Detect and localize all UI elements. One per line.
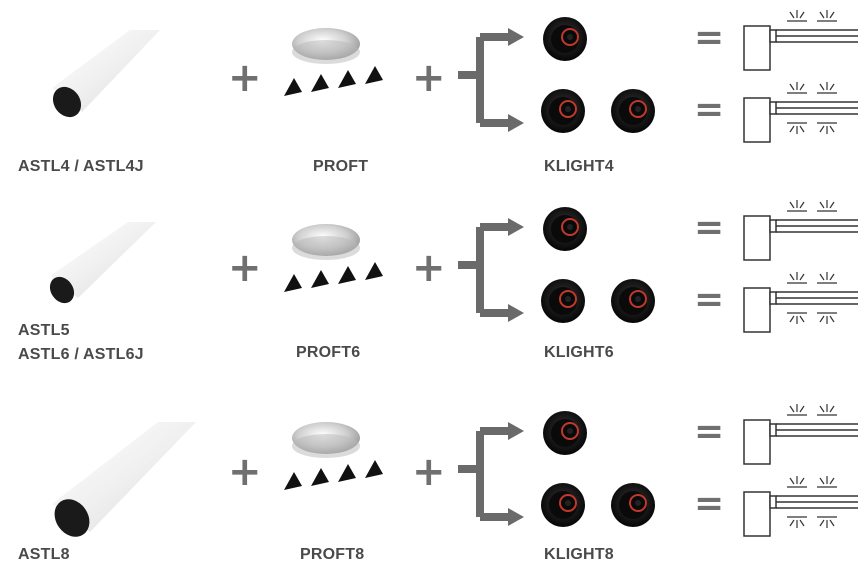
light-lens-image [541,483,585,527]
light-kit-model-label: KLIGHT8 [544,546,614,563]
equals-sign: = [694,483,725,524]
light-lens-image [543,411,587,455]
plus-sign: + [412,245,446,291]
light-lens-image [541,279,585,323]
branch-connector [458,218,524,322]
light-both-sides-result-icon [743,476,858,537]
light-both-sides-result-icon [743,82,858,143]
equals-sign: = [694,279,725,320]
light-one-side-result-icon [743,200,858,261]
plus-sign: + [412,55,446,101]
light-lens-image [611,89,655,133]
light-both-sides-result-icon [743,272,858,333]
light-one-side-result-icon [743,404,858,465]
arm-tube-image [52,30,160,118]
arm-model-label: ASTL4 / ASTL4J [18,158,144,175]
arm-tube-image [49,222,156,304]
equals-sign: = [694,17,725,58]
equals-sign: = [694,411,725,452]
plus-sign: + [228,449,262,495]
plus-sign: + [228,55,262,101]
arm-model-label: ASTL8 [18,546,70,563]
kit-disc-and-plugs-image [284,224,383,292]
kit-model-label: PROFT8 [300,546,365,563]
arm-row: + + = = [0,0,858,190]
equals-sign: = [694,207,725,248]
plus-sign: + [412,449,446,495]
arm-row: + + = = [0,190,858,380]
arm-model-label: ASTL6 / ASTL6J [18,346,144,363]
light-lens-image [543,17,587,61]
kit-disc-and-plugs-image [284,422,383,490]
light-lens-image [541,89,585,133]
light-one-side-result-icon [743,10,858,71]
light-kit-model-label: KLIGHT6 [544,344,614,361]
arm-model-label: ASTL5 [18,322,70,339]
equals-sign: = [694,89,725,130]
plus-sign: + [228,245,262,291]
branch-connector [458,28,524,132]
arm-row: + + = = [0,380,858,570]
light-kit-model-label: KLIGHT4 [544,158,614,175]
light-lens-image [611,483,655,527]
arm-tube-image [52,422,196,537]
branch-connector [458,422,524,526]
kit-model-label: PROFT [313,158,369,175]
kit-model-label: PROFT6 [296,344,361,361]
light-lens-image [611,279,655,323]
kit-disc-and-plugs-image [284,28,383,96]
light-lens-image [543,207,587,251]
